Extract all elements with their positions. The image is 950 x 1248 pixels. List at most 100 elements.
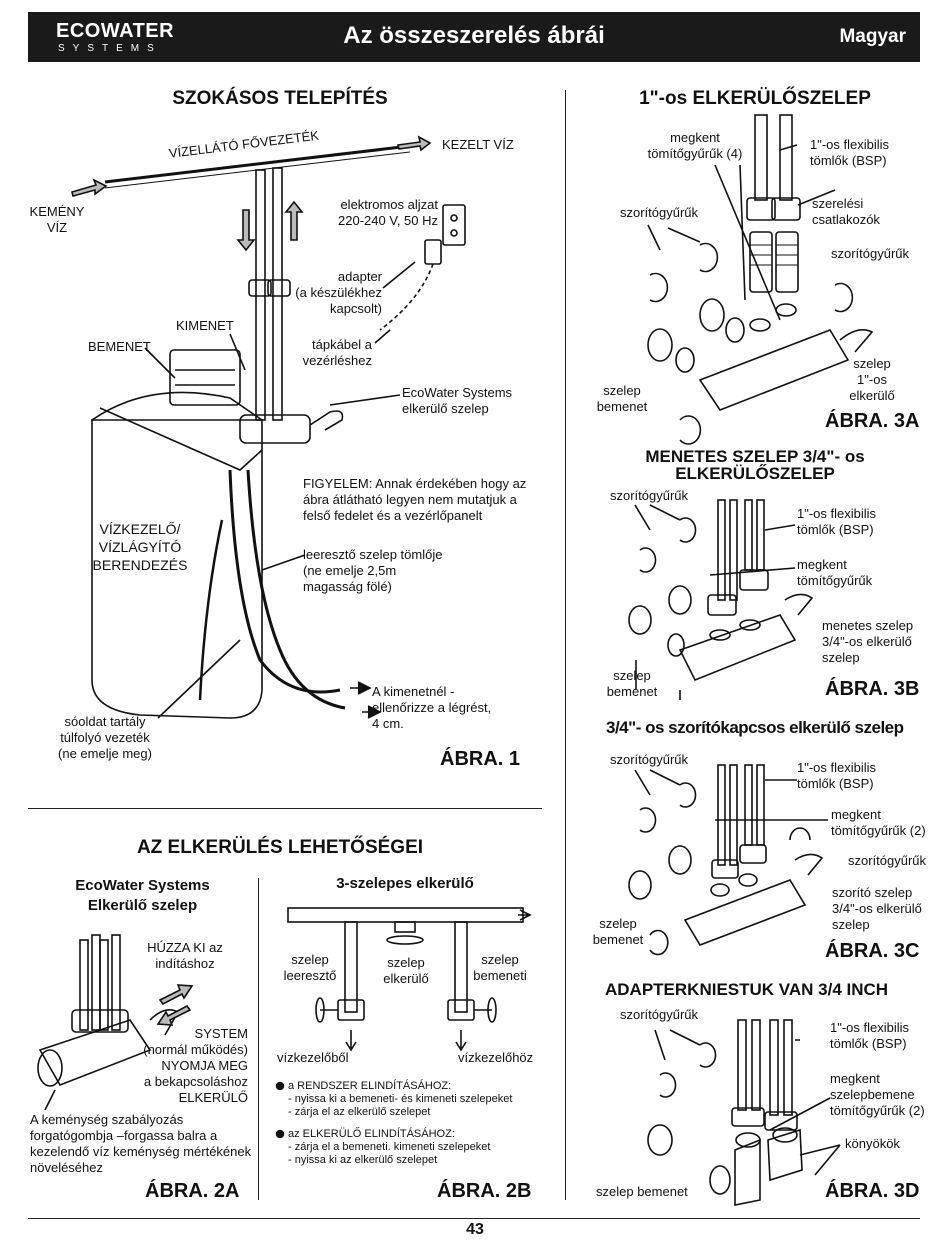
fig3a-hoses-line1: 1"-os flexibilis bbox=[810, 137, 890, 152]
figure-3d-label: ÁBRA. 3D bbox=[825, 1180, 920, 1202]
brine-line1: sóoldat tartály bbox=[64, 714, 146, 729]
fig3c-inlet-line1: szelep bbox=[599, 916, 637, 931]
hard-water-label: KEMÉNY VÍZ bbox=[22, 204, 92, 236]
fig3a-orings-label: megkent tömítőgyűrűk (4) bbox=[636, 130, 754, 162]
fig3d-orings-label: megkent szelepbemene tömítőgyűrűk (2) bbox=[830, 1071, 925, 1119]
pull-line2: indításhoz bbox=[155, 956, 215, 971]
pull-label: HÚZZA KI az indításhoz bbox=[140, 940, 230, 972]
fig2b-title: 3-szelepes elkerülő bbox=[336, 875, 474, 892]
fig3c-valve-line1: szorító szelep bbox=[832, 885, 913, 900]
page-title: Az összeszerelés ábrái bbox=[343, 22, 605, 49]
fig3b-valve-line1: menetes szelep bbox=[822, 618, 914, 633]
pull-line1: HÚZZA KI az bbox=[147, 940, 223, 955]
fig3c-orings-line2: tömítőgyűrűk (2) bbox=[831, 823, 926, 838]
drain-line1: leeresztő szelep tömlője bbox=[303, 547, 443, 562]
bypass-instructions-step1: - zárja el a bemeneti. kimeneti szelepek… bbox=[288, 1141, 491, 1153]
fig3b-hoses-line2: tömlők (BSP) bbox=[797, 522, 874, 537]
fig3b-hoses-line1: 1"-os flexibilis bbox=[797, 506, 877, 521]
bypass-line2: elkerülő szelep bbox=[402, 401, 489, 416]
footer-rule bbox=[28, 1218, 920, 1219]
brand-logo: ECOWATER bbox=[56, 20, 175, 42]
figure-2a-label: ÁBRA. 2A bbox=[145, 1180, 240, 1202]
fig3c-valve-line2: 3/4"-os elkerülő bbox=[832, 901, 922, 916]
inlet-valve-line1: szelep bbox=[481, 952, 519, 967]
bypass-instructions-step2: - nyissa ki az elkerülő szelepet bbox=[288, 1154, 438, 1166]
fig3c-inlet-line2: bemenet bbox=[592, 932, 644, 947]
fig3c-hoses-line2: tömlők (BSP) bbox=[797, 776, 874, 791]
subsection-divider bbox=[258, 878, 259, 1200]
fig3c-valve-line3: szelep bbox=[832, 917, 870, 932]
inlet-valve-label: szelep bemeneti bbox=[468, 952, 532, 984]
to-unit-label: vízkezelőhöz bbox=[458, 1050, 534, 1065]
air-gap-line2: ellenőrizze a légrést, bbox=[372, 700, 492, 715]
fig3c-hoses-line1: 1"-os flexibilis bbox=[797, 760, 877, 775]
fig3c-clips-right-label: szorítógyűrűk bbox=[848, 853, 927, 868]
system-instructions-step2: - zárja el az elkerülő szelepet bbox=[288, 1106, 431, 1118]
hardness-line4: növeléséhez bbox=[30, 1160, 103, 1175]
outlet-port-label: KIMENET bbox=[176, 318, 234, 333]
fig3c-inlet-label: szelep bemenet bbox=[588, 916, 648, 948]
fig3b-clips-label: szorítógyűrűk bbox=[610, 488, 689, 503]
fig3d-hoses-label: 1"-os flexibilis tömlők (BSP) bbox=[830, 1020, 909, 1052]
fig3a-clips-left-label: szorítógyűrűk bbox=[620, 205, 699, 220]
fig3b-valve-label: menetes szelep 3/4"-os elkerülő szelep bbox=[822, 618, 913, 666]
fig3d-hoses-line2: tömlők (BSP) bbox=[830, 1036, 907, 1051]
drain-line2: (ne emelje 2,5m bbox=[303, 563, 397, 578]
fig2a-title-line1: EcoWater Systems bbox=[75, 877, 210, 894]
fig3d-clips-label: szorítógyűrűk bbox=[620, 1007, 699, 1022]
language-label: Magyar bbox=[839, 26, 906, 47]
system-line5: ELKERÜLŐ bbox=[178, 1090, 248, 1105]
system-line1: SYSTEM bbox=[194, 1026, 248, 1041]
page-number: 43 bbox=[466, 1221, 484, 1238]
treated-water-label: KEZELT VÍZ bbox=[442, 137, 514, 152]
figure-3a-label: ÁBRA. 3A bbox=[825, 410, 920, 432]
fig3b-inlet-label: szelep bemenet bbox=[600, 668, 664, 700]
brine-line2: túlfolyó vezeték bbox=[60, 730, 150, 745]
power-line1: tápkábel a bbox=[312, 337, 372, 352]
fig3c-orings-label: megkent tömítőgyűrűk (2) bbox=[831, 807, 926, 839]
fig3d-orings-line3: tömítőgyűrűk (2) bbox=[830, 1103, 925, 1118]
power-line2: vezérléshez bbox=[302, 353, 372, 368]
bypass-instructions: az ELKERÜLŐ ELINDÍTÁSÁHOZ: - zárja el a … bbox=[288, 1128, 490, 1167]
bypass-valve-line2: elkerülő bbox=[383, 971, 429, 986]
column-divider bbox=[565, 90, 566, 1200]
fig3b-valve-line2: 3/4"-os elkerülő bbox=[822, 634, 912, 649]
bypass-valve-line1: szelep bbox=[387, 955, 425, 970]
fig3a-inlet-label: szelep bemenet bbox=[590, 383, 654, 415]
bypass-instructions-heading: az ELKERÜLŐ ELINDÍTÁSÁHOZ: bbox=[288, 1128, 455, 1140]
page-header: ECOWATER SYSTEMS Az összeszerelés ábrái … bbox=[28, 12, 920, 62]
system-instructions: a RENDSZER ELINDÍTÁSÁHOZ: - nyissa ki a … bbox=[288, 1080, 512, 1119]
adapter-line1: adapter bbox=[337, 269, 382, 284]
fig3d-hoses-line1: 1"-os flexibilis bbox=[830, 1020, 910, 1035]
adapter-line3: kapcsolt) bbox=[329, 301, 382, 316]
fig2a-title-line2: Elkerülő szelep bbox=[87, 897, 198, 914]
unit-line3: BERENDEZÉS bbox=[92, 557, 188, 573]
warning-line2: ábra átlátható legyen nem mutatjuk a bbox=[303, 492, 517, 507]
drain-line3: magasság fölé) bbox=[303, 579, 392, 594]
hardness-line2: forgatógombja –forgassa balra a bbox=[30, 1128, 218, 1143]
fig3a-valve-line3: elkerülő bbox=[849, 388, 895, 403]
fig3a-fittings-label: szerelési csatlakozók bbox=[812, 196, 880, 228]
outlet-label: elektromos aljzat 220-240 V, 50 Hz bbox=[333, 197, 438, 229]
fig3b-orings-label: megkent tömítőgyűrűk bbox=[797, 557, 872, 589]
unit-label: VÍZKEZELŐ/ VÍZLÁGYÍTÓ BERENDEZÉS bbox=[84, 520, 196, 574]
drain-valve-line1: szelep bbox=[291, 952, 329, 967]
figure-3b-label: ÁBRA. 3B bbox=[825, 678, 920, 700]
fig3c-hoses-label: 1"-os flexibilis tömlők (BSP) bbox=[797, 760, 876, 792]
fig3c-clips-left-label: szorítógyűrűk bbox=[610, 752, 689, 767]
adapter-label: adapter (a készülékhez kapcsolt) bbox=[282, 269, 382, 317]
air-gap-line3: 4 cm. bbox=[372, 716, 404, 731]
fig3d-title: ADAPTERKNIESTUK VAN 3/4 INCH bbox=[605, 980, 889, 999]
fig3a-inlet-line2: bemenet bbox=[596, 399, 648, 414]
figure-1-label: ÁBRA. 1 bbox=[440, 748, 521, 770]
drain-valve-line2: leeresztő bbox=[283, 968, 337, 983]
fig3a-title: 1"-os ELKERÜLŐSZELEP bbox=[639, 88, 871, 109]
outlet-line1: elektromos aljzat bbox=[340, 197, 438, 212]
power-cable-label: tápkábel a vezérléshez bbox=[292, 337, 372, 369]
system-instructions-step1: - nyissa ki a bemeneti- és kimeneti szel… bbox=[288, 1093, 513, 1105]
fig3d-inlet-label: szelep bemenet bbox=[596, 1184, 688, 1199]
air-gap-label: A kimenetnél - ellenőrizze a légrést, 4 … bbox=[372, 684, 491, 732]
warning-note: FIGYELEM: Annak érdekében hogy az ábra á… bbox=[303, 476, 526, 524]
system-instructions-heading: a RENDSZER ELINDÍTÁSÁHOZ: bbox=[288, 1080, 452, 1092]
